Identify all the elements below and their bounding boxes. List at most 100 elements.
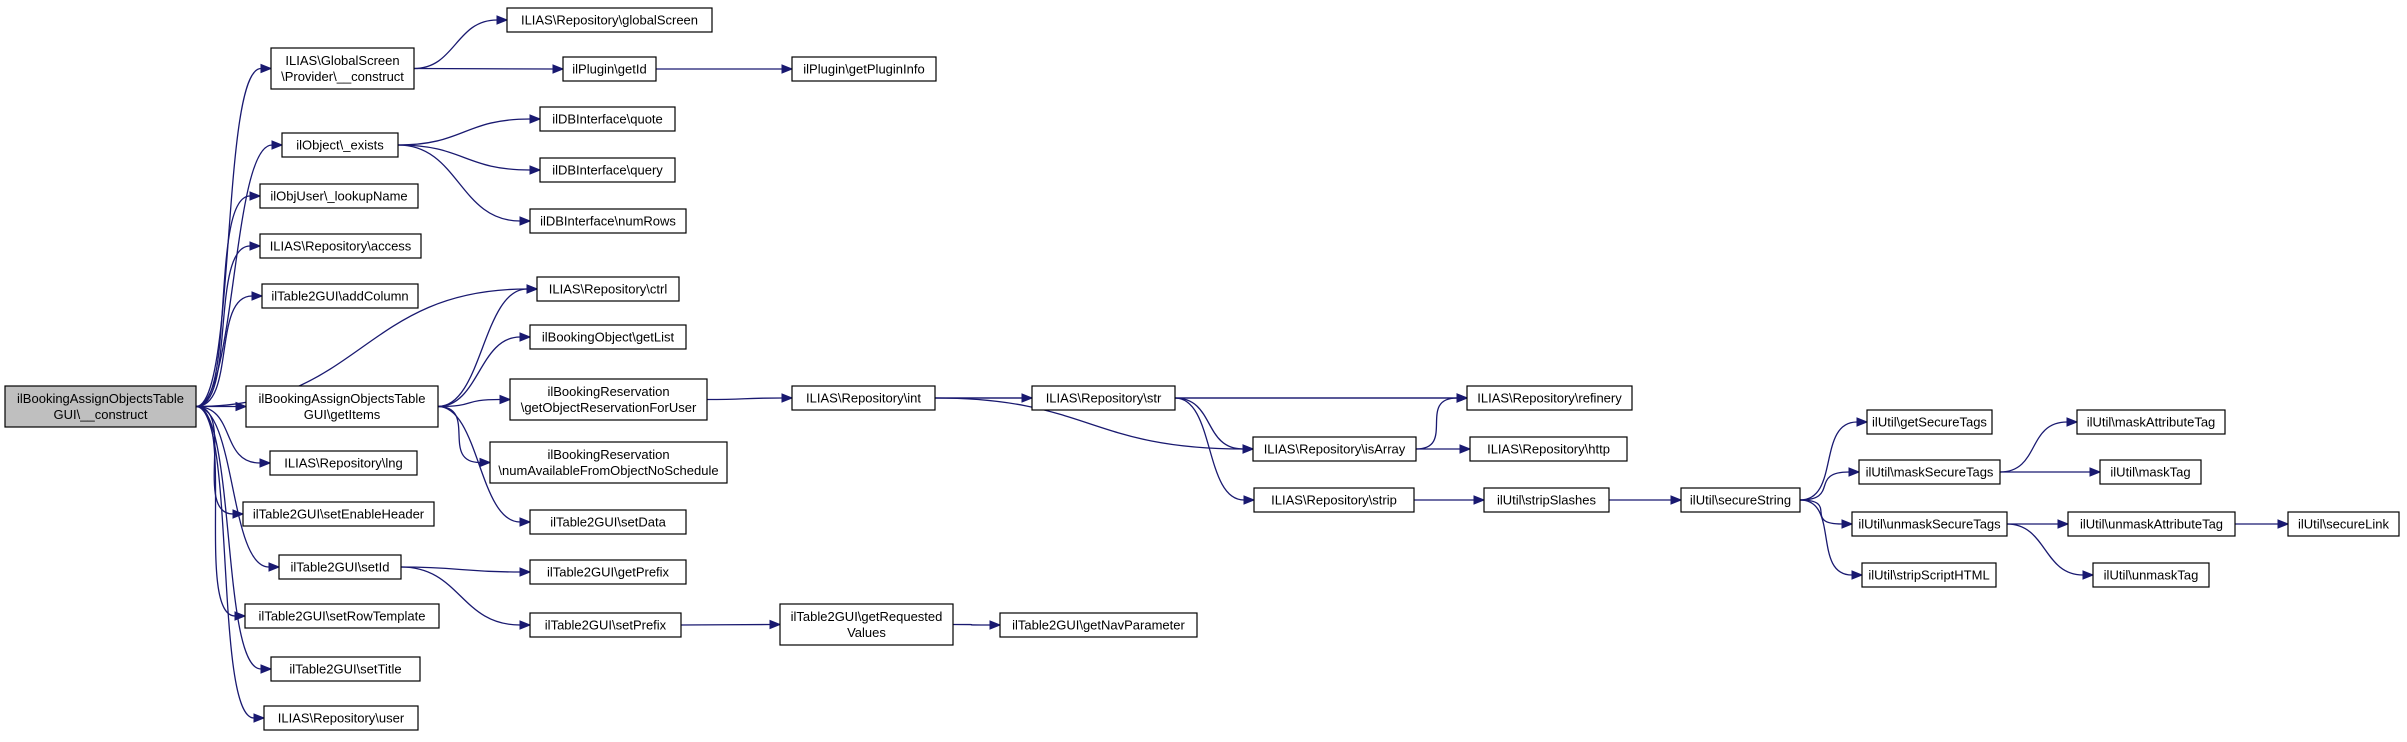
node-label: ILIAS\Repository\globalScreen <box>521 13 698 28</box>
node-db-quote[interactable]: ilDBInterface\quote <box>539 106 676 132</box>
edge-util-securestring-to-util-stripscripthtml <box>1799 499 1853 576</box>
node-repo-isarray[interactable]: ILIAS\Repository\isArray <box>1252 436 1417 462</box>
node-util-unmasktag[interactable]: ilUtil\unmaskTag <box>2092 562 2210 588</box>
node-box <box>259 183 419 209</box>
node-util-securestring[interactable]: ilUtil\secureString <box>1680 487 1801 513</box>
node-repo-ctrl[interactable]: ILIAS\Repository\ctrl <box>536 276 680 302</box>
arrowhead-util-unmasksecuretags <box>1841 519 1854 529</box>
node-repo-globalscreen[interactable]: ILIAS\Repository\globalScreen <box>506 7 713 33</box>
node-plugin-getplugininfo[interactable]: ilPlugin\getPluginInfo <box>791 56 937 82</box>
node-label: ilTable2GUI\setPrefix <box>545 618 667 633</box>
node-label: ilDBInterface\numRows <box>540 214 676 229</box>
arrowhead-db-numrows <box>519 216 532 226</box>
node-label: ILIAS\Repository\isArray <box>1264 442 1406 457</box>
node-t2-setenableheader[interactable]: ilTable2GUI\setEnableHeader <box>242 501 435 527</box>
nodes-layer: ilBookingAssignObjectsTableGUI\__constru… <box>4 7 2400 731</box>
node-t2-setid[interactable]: ilTable2GUI\setId <box>278 554 402 580</box>
node-br-getobjres[interactable]: ilBookingReservation\getObjectReservatio… <box>509 378 708 421</box>
node-repo-str[interactable]: ILIAS\Repository\str <box>1031 385 1176 411</box>
node-bo-getlist[interactable]: ilBookingObject\getList <box>529 324 687 350</box>
edge-root-to-repo-access <box>195 245 251 408</box>
node-box <box>506 7 713 33</box>
node-label: Values <box>847 625 886 640</box>
node-gs-provider[interactable]: ILIAS\GlobalScreen\Provider\__construct <box>270 47 415 90</box>
node-t2-getnavparam[interactable]: ilTable2GUI\getNavParameter <box>999 612 1198 638</box>
node-label: ilBookingReservation <box>547 447 669 462</box>
node-box <box>263 705 419 731</box>
node-repo-user[interactable]: ILIAS\Repository\user <box>263 705 419 731</box>
node-util-maskattributetag[interactable]: ilUtil\maskAttributeTag <box>2076 409 2226 435</box>
root-node[interactable]: ilBookingAssignObjectsTableGUI\__constru… <box>4 385 197 428</box>
node-box <box>2067 511 2236 537</box>
node-t2-settitle[interactable]: ilTable2GUI\setTitle <box>270 656 421 682</box>
node-util-securelink[interactable]: ilUtil\secureLink <box>2287 511 2400 537</box>
arrowhead-t2-settitle <box>260 664 273 674</box>
arrowhead-br-getobjres <box>499 394 512 405</box>
node-box <box>261 283 419 309</box>
arrowhead-objuser-lookupname <box>249 191 262 201</box>
node-repo-int[interactable]: ILIAS\Repository\int <box>791 385 936 411</box>
node-t2-getprefix[interactable]: ilTable2GUI\getPrefix <box>529 559 687 585</box>
arrowhead-repo-strip <box>1243 495 1256 505</box>
edge-root-to-objuser-lookupname <box>195 195 251 408</box>
arrowhead-util-securestring <box>1670 495 1683 505</box>
node-label: \numAvailableFromObjectNoSchedule <box>498 463 718 478</box>
edge-gs-provider-to-repo-globalscreen <box>413 19 498 70</box>
node-box <box>244 603 440 629</box>
node-util-unmasksecuretags[interactable]: ilUtil\unmaskSecureTags <box>1851 511 2008 537</box>
arrowhead-repo-ctrl <box>526 284 539 294</box>
node-br-numavail[interactable]: ilBookingReservation\numAvailableFromObj… <box>489 441 728 484</box>
node-repo-http[interactable]: ILIAS\Repository\http <box>1469 436 1628 462</box>
node-label: ILIAS\Repository\access <box>270 239 412 254</box>
edge-obj-exists-to-db-query <box>397 144 531 171</box>
node-box <box>791 56 937 82</box>
node-box <box>270 656 421 682</box>
node-util-stripscripthtml[interactable]: ilUtil\stripScriptHTML <box>1861 562 1997 588</box>
edges-layer <box>195 15 2290 723</box>
node-db-numrows[interactable]: ilDBInterface\numRows <box>529 208 687 234</box>
node-repo-lng[interactable]: ILIAS\Repository\lng <box>269 450 418 476</box>
node-objuser-lookupname[interactable]: ilObjUser\_lookupName <box>259 183 419 209</box>
arrowhead-t2-addcolumn <box>251 291 264 301</box>
node-label: ilObject\_exists <box>296 138 384 153</box>
arrowhead-repo-user <box>253 713 266 723</box>
node-box <box>1466 385 1633 411</box>
edge-repo-str-to-repo-strip <box>1174 397 1245 501</box>
node-obj-exists[interactable]: ilObject\_exists <box>281 132 399 158</box>
node-util-getsecuretags[interactable]: ilUtil\getSecureTags <box>1866 409 1993 435</box>
node-db-query[interactable]: ilDBInterface\query <box>539 157 676 183</box>
node-box <box>1851 511 2008 537</box>
arrowhead-bo-getlist <box>519 332 532 342</box>
node-t2-setdata[interactable]: ilTable2GUI\setData <box>529 509 687 535</box>
node-util-stripslashes[interactable]: ilUtil\stripSlashes <box>1483 487 1610 513</box>
node-util-masktag[interactable]: ilUtil\maskTag <box>2099 459 2202 485</box>
arrowhead-bao-getitems <box>235 401 248 412</box>
node-repo-refinery[interactable]: ILIAS\Repository\refinery <box>1466 385 1633 411</box>
node-box <box>245 385 439 428</box>
node-util-masksecuretags[interactable]: ilUtil\maskSecureTags <box>1858 459 2001 485</box>
node-label: ilUtil\secureString <box>1690 493 1791 508</box>
edge-root-to-t2-addcolumn <box>195 295 253 408</box>
node-box <box>1469 436 1628 462</box>
arrowhead-t2-getnavparam <box>989 620 1002 630</box>
arrowhead-util-masktag <box>2089 467 2102 477</box>
node-repo-strip[interactable]: ILIAS\Repository\strip <box>1253 487 1415 513</box>
arrowhead-br-numavail <box>479 457 492 468</box>
node-t2-setprefix[interactable]: ilTable2GUI\setPrefix <box>529 612 682 638</box>
node-t2-addcolumn[interactable]: ilTable2GUI\addColumn <box>261 283 419 309</box>
node-box <box>1680 487 1801 513</box>
node-box <box>529 612 682 638</box>
node-plugin-getid[interactable]: ilPlugin\getId <box>562 56 657 82</box>
arrowhead-util-securelink <box>2277 519 2290 529</box>
arrowhead-gs-provider <box>260 63 273 74</box>
node-t2-setrowtemplate[interactable]: ilTable2GUI\setRowTemplate <box>244 603 440 629</box>
node-repo-access[interactable]: ILIAS\Repository\access <box>259 233 422 259</box>
node-label: ilUtil\unmaskTag <box>2104 568 2199 583</box>
node-util-unmaskattributetag[interactable]: ilUtil\unmaskAttributeTag <box>2067 511 2236 537</box>
arrowhead-db-quote <box>529 114 542 124</box>
arrowhead-t2-getprefix <box>519 567 532 577</box>
node-label: \getObjectReservationForUser <box>521 400 697 415</box>
